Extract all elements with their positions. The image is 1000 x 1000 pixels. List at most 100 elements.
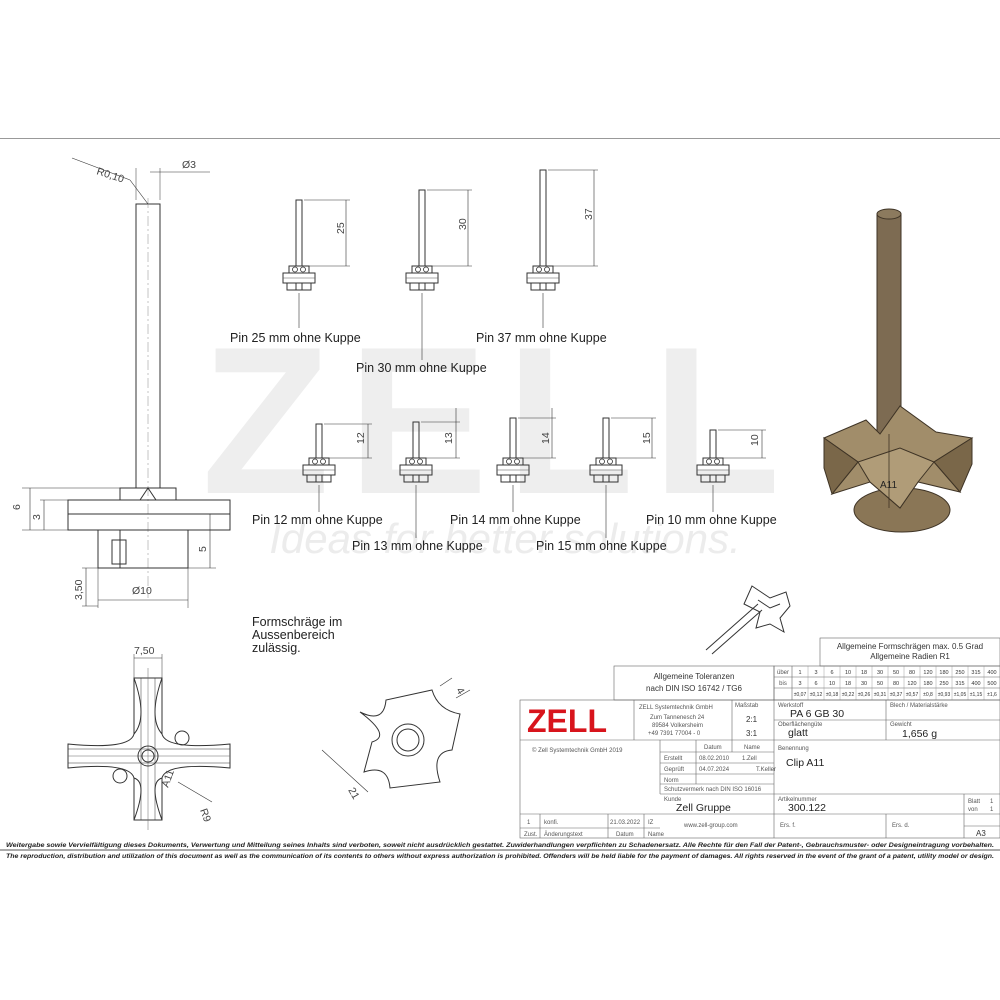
variant-15 [589,417,656,538]
tolerance-cell-tol: ±0,26 [858,692,871,698]
variant-37 [526,169,598,328]
scale-1: 2:1 [746,715,758,724]
norm-label: Norm [664,778,679,784]
of-value: 1 [990,807,994,813]
address-line-2: 89584 Volkersheim [652,723,703,729]
dim-3-label: 3 [31,514,43,520]
dim-6-label: 6 [11,504,23,510]
top-view [67,654,231,830]
tolerance-cell-over: 1 [798,670,801,676]
variant-30-label: Pin 30 mm ohne Kuppe [356,361,487,375]
tolerance-cell-to: 400 [971,681,980,687]
tolerance-cell-tol: ±0,12 [810,692,823,698]
surface-label: Oberflächengüte [778,722,823,728]
legal-footer-en: The reproduction, distribution and utili… [6,853,994,860]
customer-label: Kunde [664,797,682,803]
material-value: PA 6 GB 30 [790,708,844,720]
tolerance-cell-to: 30 [861,681,867,687]
address-line-1: Zum Tannenesch 24 [650,715,705,721]
created-name: 1.Zell [742,756,757,762]
variant-10-label: Pin 10 mm ohne Kuppe [646,513,777,527]
variant-25-label: Pin 25 mm ohne Kuppe [230,331,361,345]
side-view [22,157,231,608]
variant-37-label: Pin 37 mm ohne Kuppe [476,331,607,345]
of-label: von [968,807,978,813]
replaced-for: Ers. f. [780,823,796,829]
tol-row-to: bis [779,681,787,687]
rev-date: 21.03.2022 [610,820,641,826]
weight-value: 1,656 g [902,728,937,740]
sheet-no-value: 1 [990,799,994,805]
address-line-3: +49 7391 77004 - 0 [648,731,701,737]
title-block [519,699,1000,839]
website: www.zell-group.com [683,823,738,829]
tolerance-cell-tol: ±1,15 [970,692,983,698]
article-value: 300.122 [788,802,826,814]
variant-25-dim: 25 [335,222,347,234]
checked-label: Geprüft [664,767,684,773]
tolerance-cell-over: 50 [893,670,899,676]
rev-header-1: Zust. [524,832,538,838]
zell-logo: ZELL [527,703,607,739]
tolerance-cell-over: 10 [845,670,851,676]
tolerance-cell-over: 400 [987,670,996,676]
tolerance-cell-to: 80 [893,681,899,687]
radius-label: R0,10 [95,165,126,185]
variant-13-dim: 13 [443,432,455,444]
variant-37-dim: 37 [583,208,595,220]
created-label: Erstellt [664,756,683,762]
rev-header-3: Datum [616,832,634,838]
variant-25 [282,199,350,328]
note-line-2: Aussenbereich [252,628,335,642]
variant-13 [399,408,460,538]
drawing-canvas: ZELL Ideas for better solutions. R0,10 Ø… [0,138,1000,860]
general-title-2: Allgemeine Radien R1 [870,652,950,661]
sheet-format: A3 [976,829,986,838]
tolerance-cell-tol: ±0,31 [874,692,887,698]
top-view-radius: R9 [197,807,213,824]
tolerance-cell-over: 80 [909,670,915,676]
tolerance-cell-tol: ±1,05 [954,692,967,698]
tolerance-cell-tol: ±0,37 [890,692,903,698]
tolerance-cell-over: 180 [939,670,948,676]
rev-header-2: Änderungstext [544,831,583,838]
variant-12-dim: 12 [355,432,367,444]
surface-value: glatt [788,727,808,739]
name-col-label: Name [744,745,761,751]
technical-drawing-sheet: ZELL Ideas for better solutions. R0,10 Ø… [0,138,1000,860]
note-line-1: Formschräge im [252,615,342,629]
sheet-thickness-label: Blech / Materialstärke [890,703,948,709]
tolerance-cell-over: 6 [830,670,833,676]
base-diameter-label: Ø10 [132,585,152,597]
tolerance-cell-over: 315 [971,670,980,676]
variant-15-dim: 15 [641,432,653,444]
tolerance-cell-tol: ±0,07 [794,692,807,698]
scale-2: 3:1 [746,729,758,738]
variant-30 [405,189,472,360]
iso-render [822,208,974,533]
variant-13-label: Pin 13 mm ohne Kuppe [352,539,483,553]
scale-label: Maßstab [735,703,759,709]
variant-30-dim: 30 [457,218,469,230]
variant-14 [496,408,556,512]
variant-10 [696,429,766,512]
article-label: Artikelnummer [778,797,817,803]
tol-title-2: nach DIN ISO 16742 / TG6 [646,684,742,693]
created-date: 08.02.2010 [699,756,730,762]
protection-note: Schutzvermerk nach DIN ISO 16016 [664,787,762,793]
tolerance-cell-to: 250 [939,681,948,687]
iso-marking: A11 [880,480,897,491]
general-title-1: Allgemeine Formschrägen max. 0.5 Grad [837,642,983,651]
variant-12 [302,423,372,512]
tolerance-cell-over: 3 [814,670,817,676]
company-name: ZELL Systemtechnik GmbH [639,705,713,711]
tolerance-cell-to: 10 [829,681,835,687]
replaced-by: Ers. d. [892,823,910,829]
tolerance-cell-over: 120 [923,670,932,676]
weight-label: Gewicht [890,722,912,728]
tolerance-cell-tol: ±1,6 [987,692,997,698]
designation-value: Clip A11 [786,757,824,769]
rev-text: konfi. [544,820,559,826]
rev-header-4: Name [648,832,665,838]
